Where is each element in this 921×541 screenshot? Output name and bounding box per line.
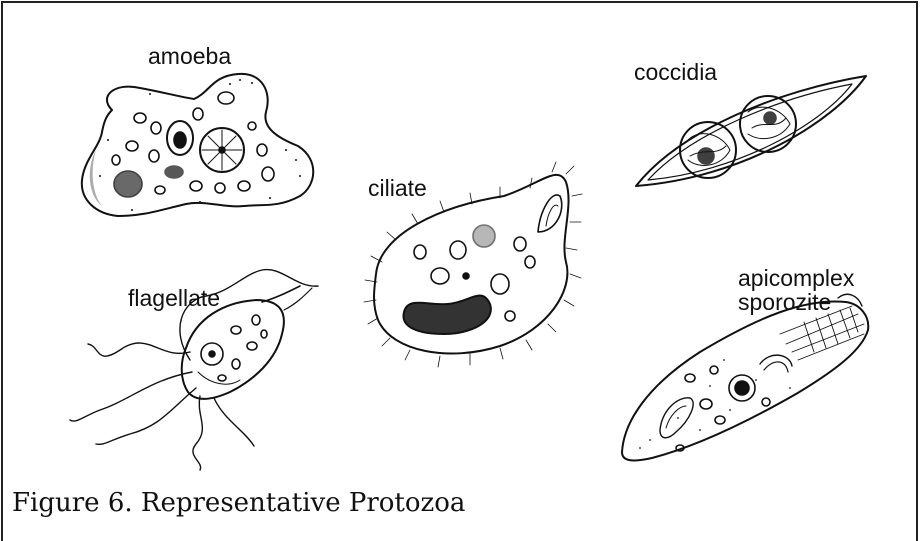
label-apicomplex: apicomplex sporozite — [738, 266, 854, 314]
coccidia-drawing — [636, 76, 866, 186]
label-flagellate: flagellate — [128, 286, 220, 310]
coccidia-oocyst-outer — [636, 76, 866, 186]
label-apicomplex-line1: apicomplex — [738, 266, 854, 290]
amoeba-body — [82, 74, 313, 216]
label-amoeba: amoeba — [148, 44, 231, 68]
ciliate-macronucleus — [403, 296, 490, 334]
amoeba-ectoplasm — [90, 150, 102, 206]
label-apicomplex-line2: sporozite — [738, 290, 854, 314]
label-ciliate: ciliate — [368, 176, 427, 200]
label-coccidia: coccidia — [634, 60, 717, 84]
figure-caption: Figure 6. Representative Protozoa — [12, 488, 465, 518]
amoeba-drawing — [82, 74, 313, 216]
flagellate-body — [182, 300, 284, 399]
apicomplex-drawing — [622, 294, 868, 460]
